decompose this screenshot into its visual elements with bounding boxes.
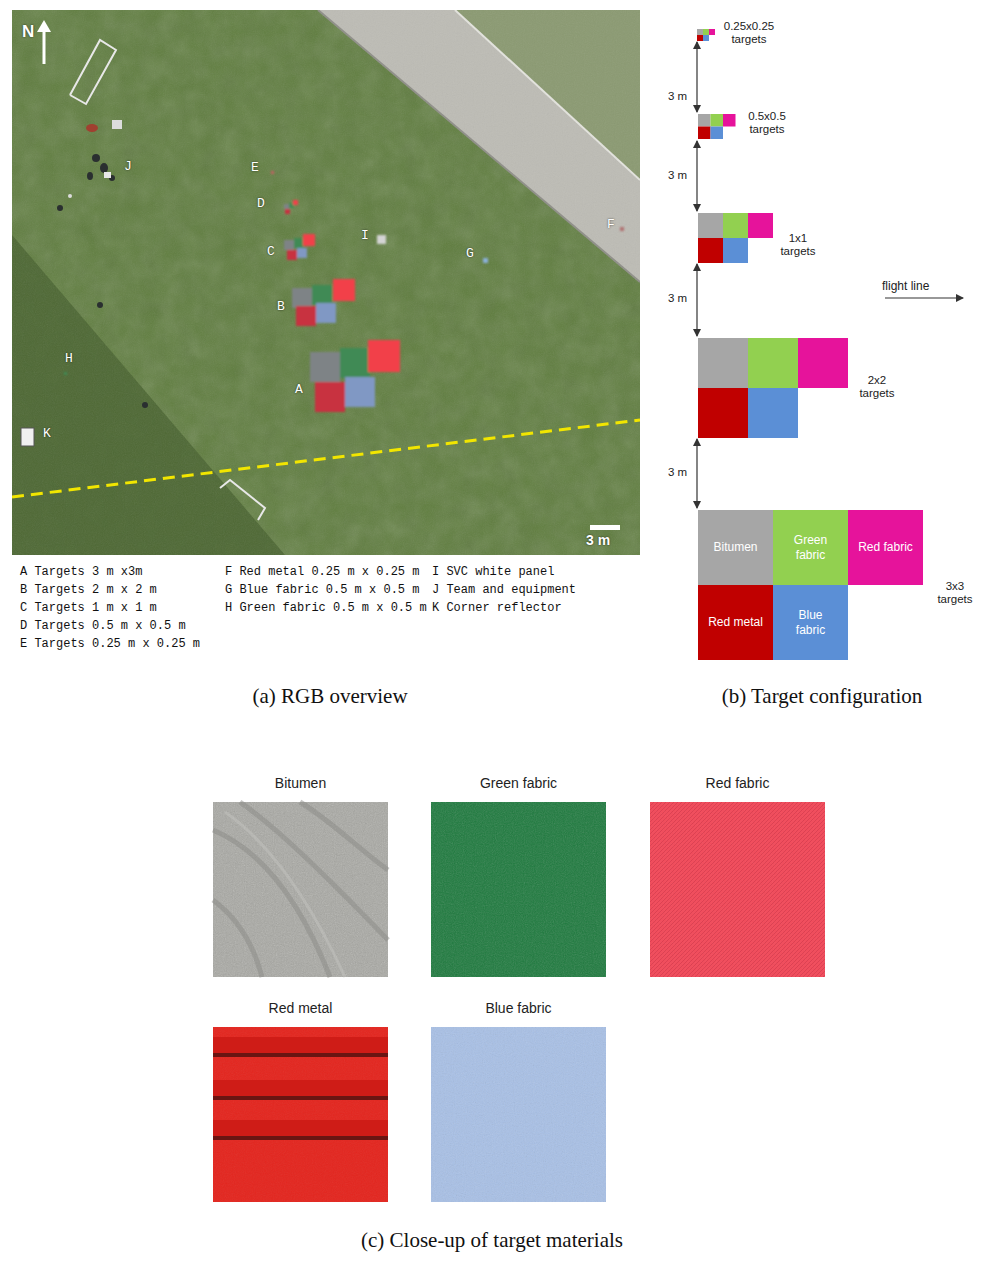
key-entry: B Targets 2 m x 2 m (20, 584, 157, 598)
map-letter: E (251, 161, 259, 176)
spacing-label: 3 m (668, 292, 687, 305)
swatch-heading: Red fabric (650, 772, 825, 798)
key-entry: E Targets 0.25 m x 0.25 m (20, 638, 200, 652)
north-label: N (22, 22, 34, 42)
map-letter: D (257, 197, 265, 212)
scale-label: 3 m (586, 532, 610, 548)
swatch-heading: Red metal (213, 997, 388, 1023)
panel-caption: (c) Close-up of target materials (192, 1228, 792, 1252)
swatch-heading: Bitumen (213, 772, 388, 798)
spacing-arrows (697, 42, 963, 508)
key-entry: D Targets 0.5 m x 0.5 m (20, 620, 186, 634)
swatch-heading: Green fabric (431, 772, 606, 798)
map-letter: G (466, 247, 474, 262)
size-label: 0.25x0.25 targets (718, 20, 780, 46)
map-letter: B (277, 300, 285, 315)
material-name: Green fabric (783, 533, 839, 563)
target-square: Green fabric (773, 510, 848, 585)
key-entry: J Team and equipment (432, 584, 576, 598)
map-letter: I (361, 229, 369, 244)
material-swatches (213, 802, 825, 1202)
size-label: 1x1 targets (775, 232, 821, 258)
material-name: Red metal (708, 615, 763, 630)
material-swatch: Red metal (213, 997, 388, 1202)
material-name: Blue fabric (783, 608, 839, 638)
size-label: 0.5x0.5 targets (738, 110, 796, 136)
aerial-image (12, 10, 640, 555)
material-swatch: Red fabric (650, 772, 825, 977)
panel-caption: (a) RGB overview (130, 684, 530, 708)
map-letter: A (295, 383, 303, 398)
flight-line-label: flight line (882, 280, 929, 294)
panel-caption: (b) Target configuration (672, 684, 972, 708)
map-letter: C (267, 245, 275, 260)
key-entry: K Corner reflector (432, 602, 562, 616)
key-entry: A Targets 3 m x3m (20, 566, 142, 580)
target-square: Bitumen (698, 510, 773, 585)
key-entry: G Blue fabric 0.5 m x 0.5 m (225, 584, 419, 598)
map-letter: J (124, 160, 132, 175)
key-entry: F Red metal 0.25 m x 0.25 m (225, 566, 419, 580)
size-label: 2x2 targets (852, 374, 902, 400)
key-entry: C Targets 1 m x 1 m (20, 602, 157, 616)
key-entry: H Green fabric 0.5 m x 0.5 m (225, 602, 427, 616)
material-swatch: Blue fabric (431, 997, 606, 1202)
material-name: Red fabric (858, 540, 913, 555)
spacing-label: 3 m (668, 169, 687, 182)
spacing-label: 3 m (668, 90, 687, 103)
size-label: 3x3 targets (932, 580, 978, 606)
material-swatch: Bitumen (213, 772, 388, 977)
key-entry: I SVC white panel (432, 566, 554, 580)
target-square: Red metal (698, 585, 773, 660)
target-sets (697, 29, 848, 438)
map-letter: F (607, 218, 615, 233)
swatch-heading: Blue fabric (431, 997, 606, 1023)
map-letter: H (65, 352, 73, 367)
target-square: Blue fabric (773, 585, 848, 660)
target-square: Red fabric (848, 510, 923, 585)
map-letter: K (43, 427, 51, 442)
spacing-label: 3 m (668, 466, 687, 479)
material-swatch: Green fabric (431, 772, 606, 977)
material-name: Bitumen (713, 540, 757, 555)
